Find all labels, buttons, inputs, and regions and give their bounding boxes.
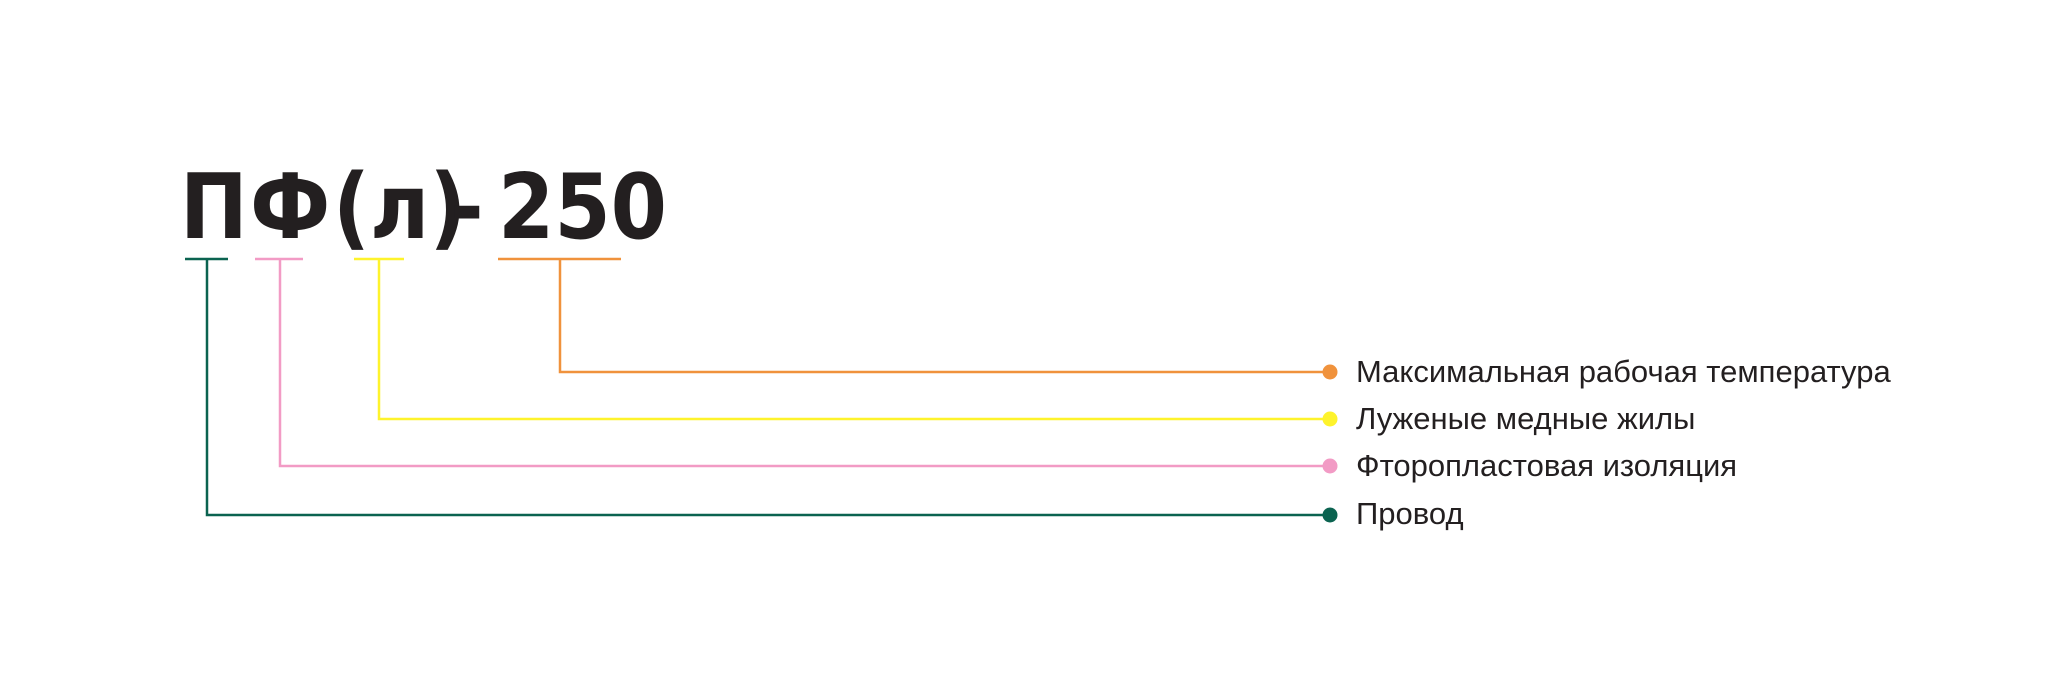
code-designation: П Ф (л) - 250 <box>180 155 667 260</box>
code-number-250: 250 <box>498 155 667 260</box>
code-letter-l: (л) <box>333 155 466 260</box>
leader-line-t <box>558 259 1330 374</box>
legend-dot-p <box>1322 507 1338 523</box>
leader-line-p <box>205 259 1330 517</box>
legend-label-tinned-copper: Луженые медные жилы <box>1356 401 1695 436</box>
code-letter-p: П <box>180 155 248 260</box>
legend-label-temperature: Максимальная рабочая температура <box>1356 354 1891 389</box>
code-letter-f: Ф <box>250 155 330 260</box>
leader-line-f <box>278 259 1330 468</box>
legend-label-ptfe-insulation: Фторопластовая изоляция <box>1356 448 1737 483</box>
legend-dot-l <box>1322 411 1338 427</box>
legend-label-wire: Провод <box>1356 496 1464 531</box>
legend-dots <box>1322 364 1338 523</box>
leader-lines <box>205 259 1330 517</box>
code-dash: - <box>450 155 484 260</box>
leader-line-l <box>377 259 1330 421</box>
legend-dot-f <box>1322 458 1338 474</box>
legend-labels: Максимальная рабочая температура Луженые… <box>1356 354 1891 531</box>
legend-dot-t <box>1322 364 1338 380</box>
